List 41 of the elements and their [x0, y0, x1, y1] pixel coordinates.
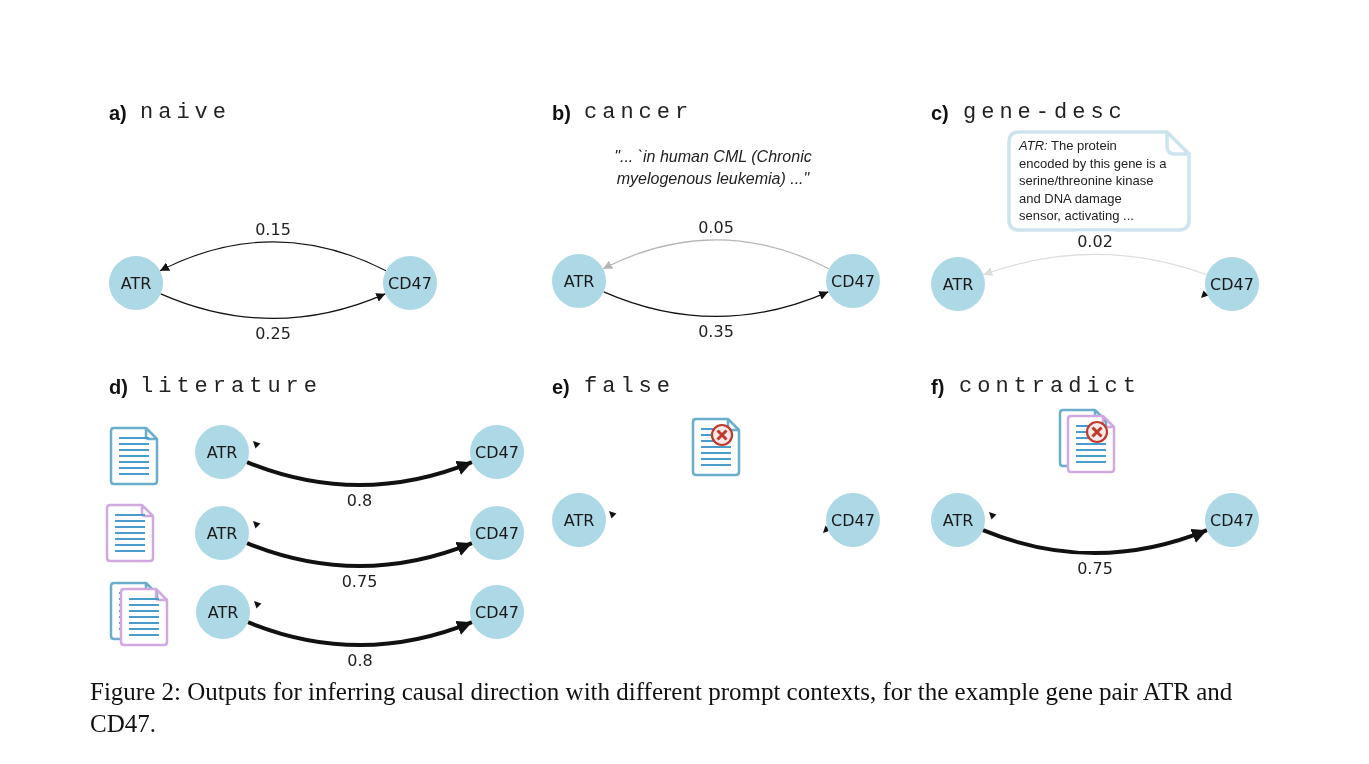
gene-node: ATR — [931, 493, 985, 547]
arrow — [982, 528, 1208, 556]
arrow — [982, 253, 1208, 277]
quote-text: "... `in human CML (Chronic myelogenous leukemia) ..." — [613, 147, 813, 189]
arrow — [246, 460, 473, 488]
gene-node: CD47 — [1205, 493, 1259, 547]
panel-letter: d) — [109, 376, 128, 399]
gene-node: ATR — [195, 425, 249, 479]
arrow — [159, 241, 387, 272]
arrow — [247, 620, 473, 648]
gene-node: CD47 — [826, 493, 880, 547]
note-box — [1007, 130, 1191, 232]
panel-title: contradict — [959, 374, 1142, 399]
figure-caption: Figure 2: Outputs for inferring causal direction with different prompt contexts, for the example gene pair ATR and CD47. — [90, 677, 1234, 739]
panel-letter: c) — [931, 102, 949, 125]
panel-letter: b) — [552, 102, 571, 125]
arrow — [602, 239, 830, 270]
gene-node: ATR — [195, 506, 249, 560]
arrow — [603, 291, 829, 318]
panel-title: gene-desc — [963, 100, 1127, 125]
gene-node: ATR — [931, 257, 985, 311]
gene-node: ATR — [552, 493, 606, 547]
gene-node: CD47 — [1205, 257, 1259, 311]
panel-title: false — [584, 374, 675, 399]
arrow — [246, 541, 473, 569]
panel-title: literature — [140, 374, 323, 399]
panel-title: cancer — [584, 100, 694, 125]
gene-node: CD47 — [470, 585, 524, 639]
panel-letter: a) — [109, 102, 127, 125]
gene-node: CD47 — [826, 254, 880, 308]
gene-node: ATR — [196, 585, 250, 639]
gene-node: CD47 — [383, 256, 437, 310]
gene-node: CD47 — [470, 506, 524, 560]
panel-letter: e) — [552, 376, 570, 399]
gene-node: CD47 — [470, 425, 524, 479]
arrow — [160, 293, 386, 320]
gene-node: ATR — [109, 256, 163, 310]
panel-letter: f) — [931, 376, 945, 399]
note-text: ATR: The protein encoded by this gene is a serine/threonine kinase and DNA damage sensor, activating ... — [1017, 137, 1168, 225]
gene-node: ATR — [552, 254, 606, 308]
panel-title: naive — [140, 100, 231, 125]
